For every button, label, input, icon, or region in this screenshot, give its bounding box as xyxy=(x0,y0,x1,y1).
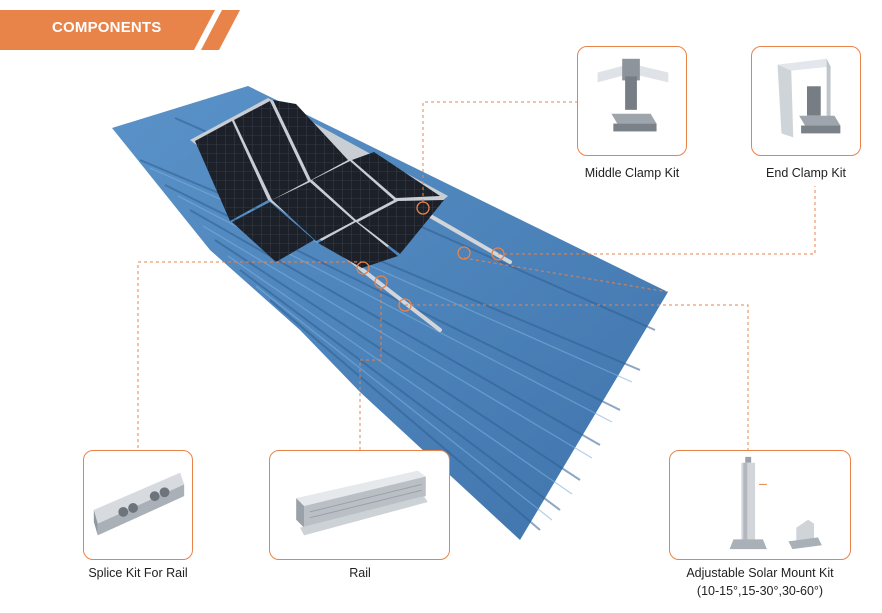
mounting-rails xyxy=(358,208,512,332)
splice-kit-image xyxy=(93,472,185,536)
rail-image xyxy=(296,470,428,536)
adjustable-mount-image xyxy=(729,456,822,550)
components-banner xyxy=(0,10,240,50)
splice-kit-label: Splice Kit For Rail xyxy=(88,566,188,580)
roof-highlights xyxy=(149,167,633,521)
adjustable-mount-card xyxy=(669,450,851,560)
adjustable-mount-angles: (10-15°,15-30°,30-60°) xyxy=(696,584,824,598)
solar-panel-array xyxy=(190,98,448,270)
end-clamp-card xyxy=(751,46,861,156)
splice-kit-card xyxy=(83,450,193,560)
end-clamp-label: End Clamp Kit xyxy=(766,166,846,180)
rail-card xyxy=(269,450,450,560)
rail-label: Rail xyxy=(349,566,371,580)
end-clamp-image xyxy=(777,58,841,138)
components-title: COMPONENTS xyxy=(52,19,162,36)
middle-clamp-image xyxy=(597,58,669,132)
middle-clamp-card xyxy=(577,46,687,156)
adjustable-mount-label: Adjustable Solar Mount Kit xyxy=(686,566,834,580)
leader-lines xyxy=(137,101,816,450)
middle-clamp-label: Middle Clamp Kit xyxy=(584,166,680,180)
